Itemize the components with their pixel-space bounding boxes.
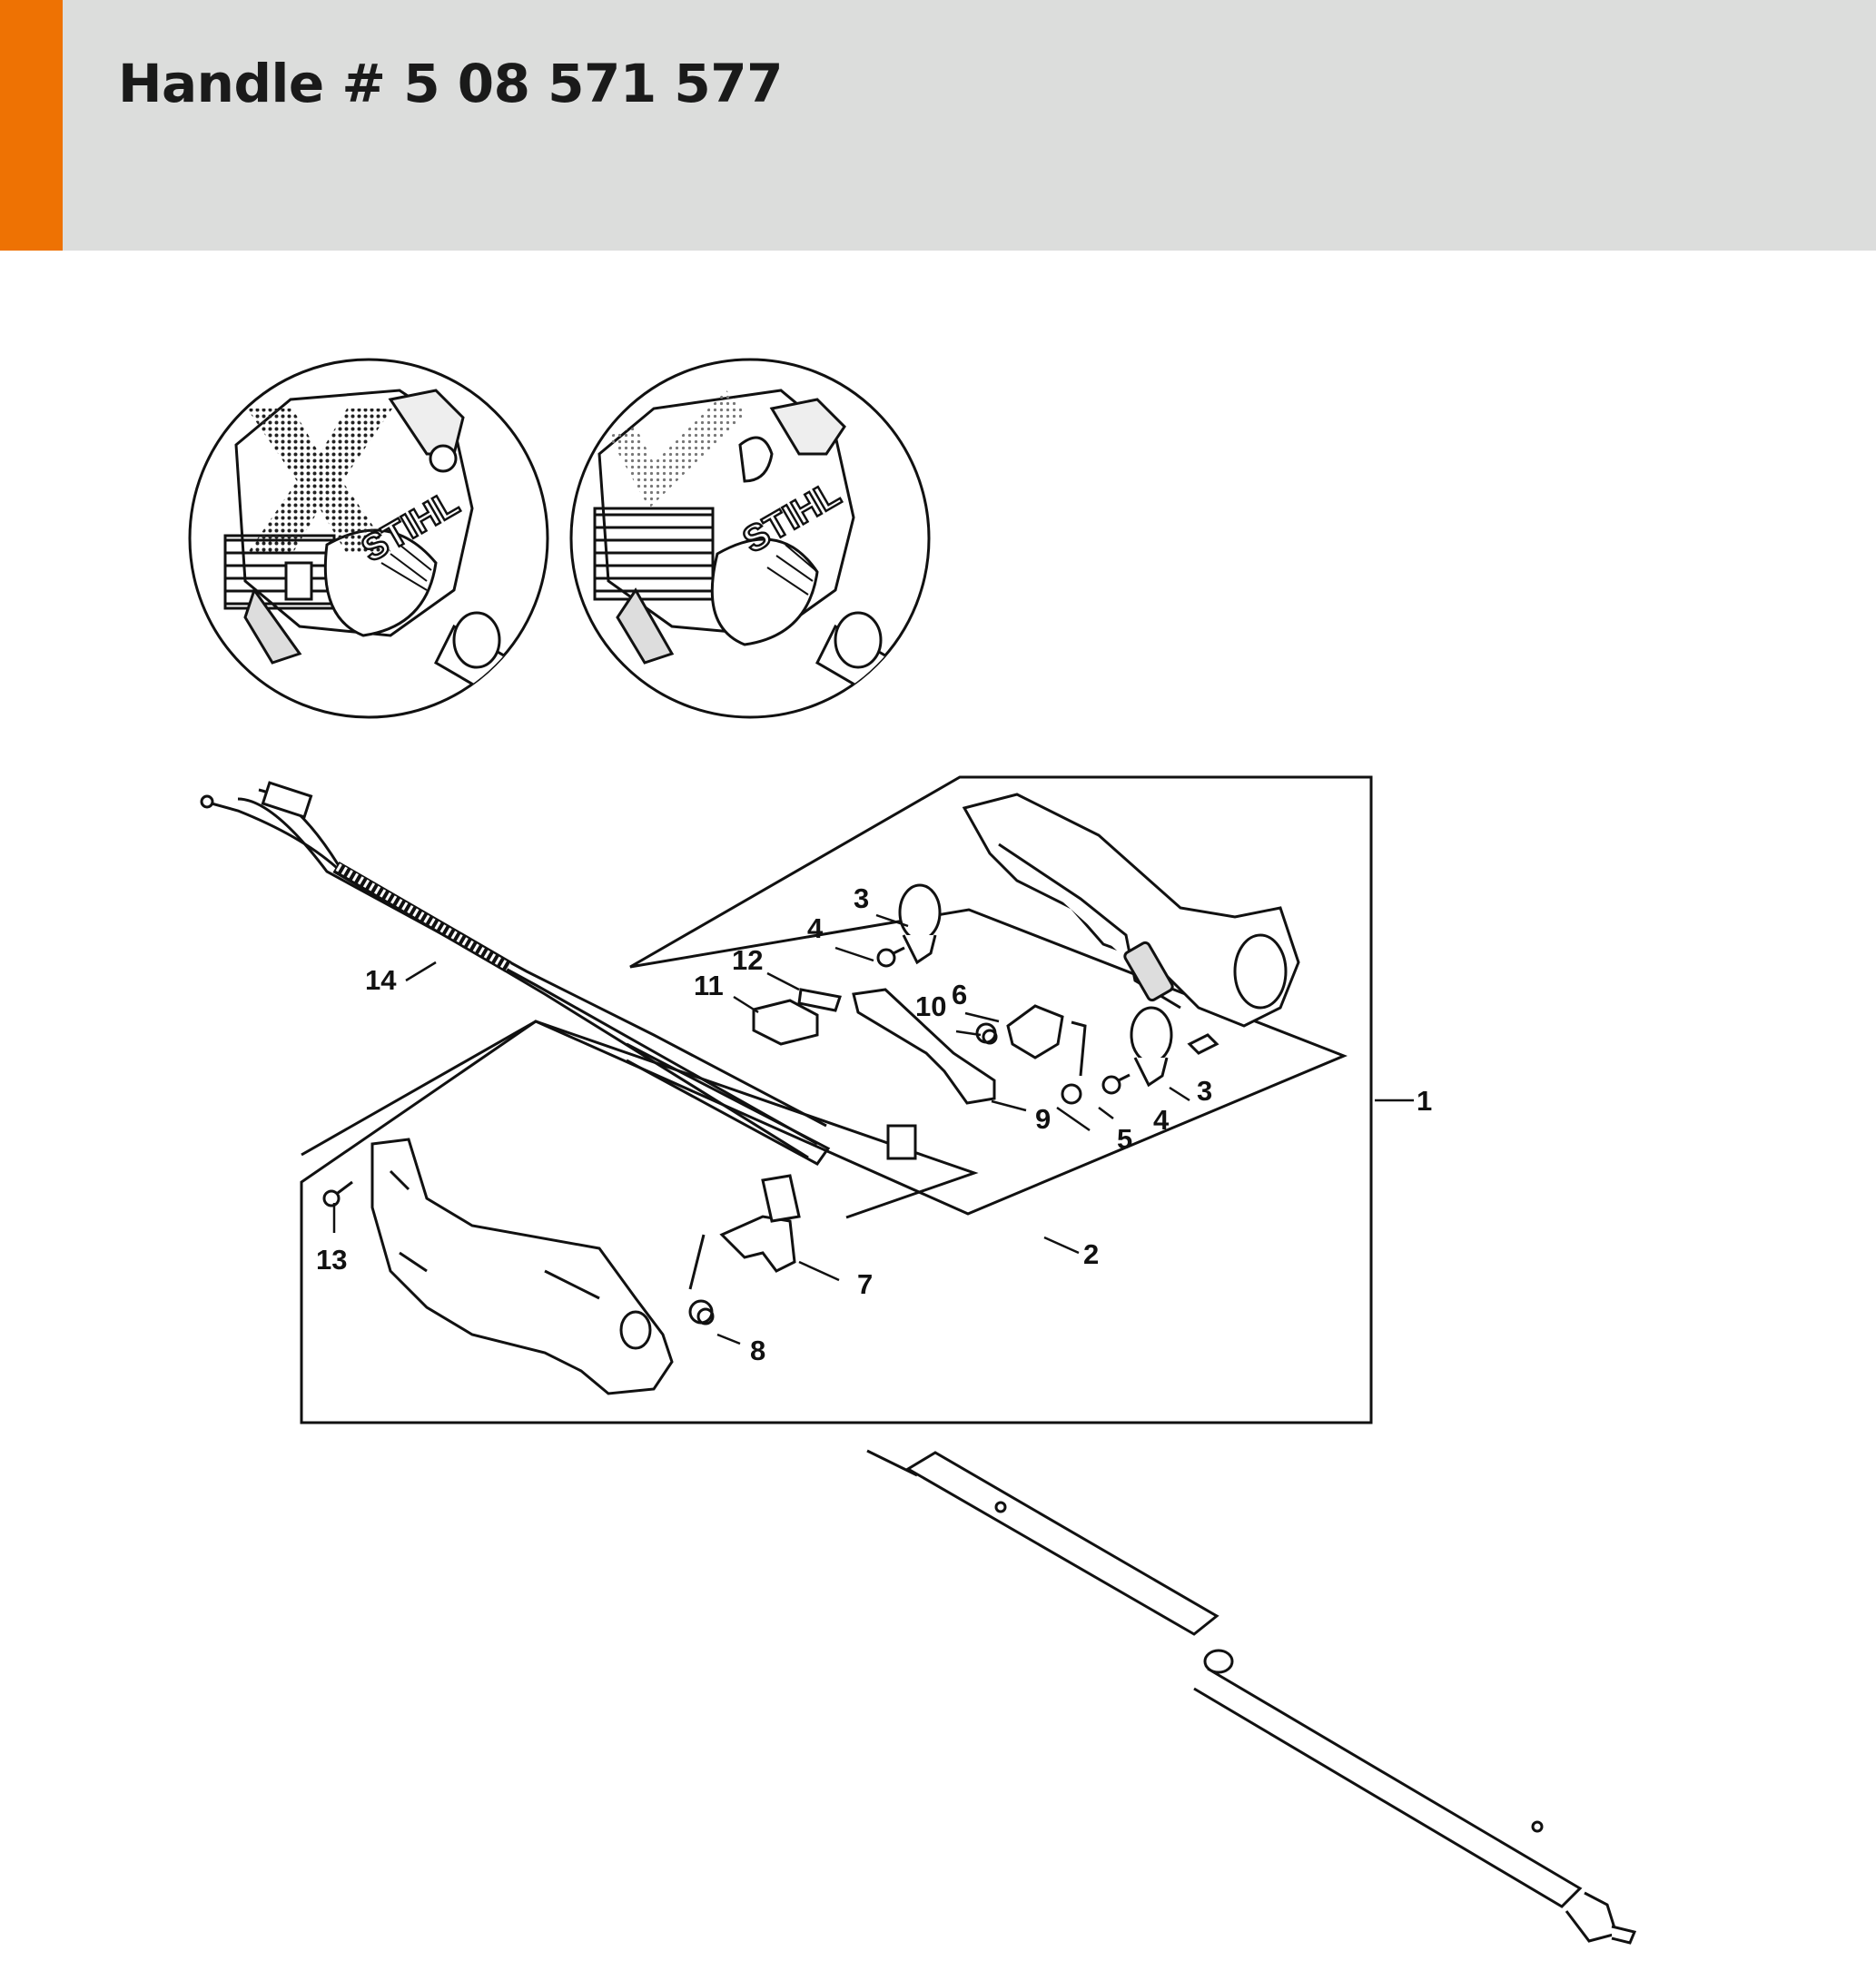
clamp-upper: [898, 883, 942, 965]
callout-3-upper: 3: [854, 882, 869, 914]
callout-5: 5: [1117, 1123, 1132, 1155]
callout-13: 13: [316, 1244, 347, 1276]
header-band: [0, 0, 1876, 251]
spring-8: [688, 1234, 715, 1325]
page-title: Handle # 5 08 571 577: [118, 53, 783, 114]
screw-upper: [876, 946, 905, 968]
callout-14: 14: [365, 964, 397, 996]
lever-9: [852, 988, 996, 1105]
handle-shell-lower: [370, 1138, 674, 1395]
spacer-12: [797, 988, 842, 1012]
callout-6: 6: [952, 979, 967, 1010]
check-mark-icon: [608, 390, 746, 508]
drive-shaft-tube: [866, 1449, 1637, 1945]
callout-1: 1: [1417, 1085, 1432, 1117]
clamp-lower: [1130, 1006, 1173, 1088]
subassembly-frame-2: [301, 1020, 979, 1219]
detail-view-correct: STIHL: [569, 358, 931, 719]
callout-leaders: [332, 913, 1414, 1345]
callout-11: 11: [694, 970, 724, 1001]
trigger-7: [719, 1174, 801, 1273]
callout-7: 7: [857, 1268, 873, 1300]
callout-2: 2: [1083, 1238, 1099, 1270]
slide-6: [1006, 1004, 1087, 1077]
handle-shell-upper: [962, 793, 1300, 1055]
callout-4-upper: 4: [807, 912, 824, 944]
header-accent-bar: [0, 0, 63, 251]
screw-lower: [1101, 1073, 1131, 1095]
detail-view-incorrect: STIHL: [188, 358, 549, 719]
callout-labels: 1 2 3 3 4 4 5 6 7 8 9 10 11 12 13 14: [316, 882, 1432, 1366]
callout-10: 10: [915, 990, 946, 1022]
spring-5: [1061, 1083, 1082, 1105]
wiring-harness: [200, 781, 917, 1166]
cross-mark-icon: [247, 409, 392, 554]
callout-4-lower: 4: [1153, 1104, 1170, 1136]
screw-13: [322, 1180, 353, 1207]
callout-3-lower: 3: [1197, 1075, 1212, 1107]
slider-11: [752, 999, 819, 1046]
callout-12: 12: [732, 944, 763, 976]
callout-9: 9: [1035, 1103, 1051, 1135]
callout-8: 8: [750, 1335, 765, 1366]
torsion-spring-10: [975, 1022, 998, 1045]
